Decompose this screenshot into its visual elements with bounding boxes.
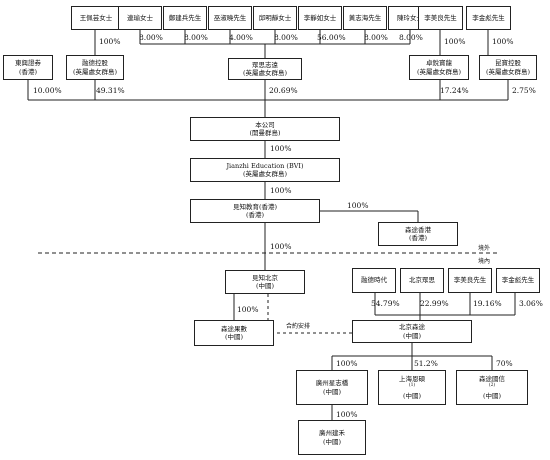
subsidiary-box: 廣州星志橋(中國) (296, 370, 368, 405)
ownership-pct: 100% (336, 410, 358, 419)
ownership-pct: 70% (496, 359, 513, 368)
shareholder-box: 李金彪先生 (496, 268, 540, 293)
wfoe-box: 見知北京(中國) (225, 270, 305, 294)
ownership-pct: 4.00% (229, 33, 253, 42)
subsidiary-box: 森途果數(中國) (194, 320, 274, 346)
ownership-pct: 100% (336, 359, 358, 368)
hk-subsidiary-box: 見知教育(香港)(香港) (190, 199, 320, 223)
footnote-marker: (1) (408, 383, 416, 389)
shareholder-box: 邱明靜女士 (253, 6, 297, 30)
shareholder-box: 昆寶控股(英屬處女群島) (479, 55, 537, 80)
ownership-pct: 8.00% (364, 33, 388, 42)
ownership-pct: 100% (237, 305, 259, 314)
ownership-pct: 56.00% (317, 33, 346, 42)
shareholder-box: 王佩芸女士 (71, 6, 121, 30)
shareholder-box: 連瑜女士 (118, 6, 162, 30)
ownership-pct: 20.69% (269, 86, 298, 95)
contractual-arrangement-label: 合約安排 (286, 323, 311, 330)
ownership-pct: 3.06% (519, 299, 543, 308)
shareholder-box: 卓銳寶龍(英屬處女群島) (409, 55, 469, 80)
ownership-pct: 8.00% (139, 33, 163, 42)
shareholder-box: 李美良先生 (418, 6, 463, 30)
ownership-pct: 8.00% (184, 33, 208, 42)
offshore-label: 境外 (478, 245, 491, 252)
ownership-pct: 10.00% (33, 86, 62, 95)
bvi-subsidiary-box: Jianzhi Education (BVI)(英屬處女群島) (190, 158, 340, 182)
ownership-pct: 54.79% (371, 299, 400, 308)
ownership-pct: 100% (347, 201, 369, 210)
shareholder-box: 巫淑曉先生 (208, 6, 252, 30)
shareholder-box: 李金彪先生 (466, 6, 511, 30)
company-box: 本公司(開曼群島) (190, 117, 340, 141)
shareholder-box: 黃志海先生 (343, 6, 387, 30)
ownership-pct: 51.2% (414, 359, 438, 368)
shareholder-box: 東興證券(香港) (3, 55, 53, 80)
ownership-pct: 49.31% (96, 86, 125, 95)
ownership-pct: 19.16% (473, 299, 502, 308)
shareholder-box: 李靜如女士 (298, 6, 342, 30)
ownership-pct: 100% (270, 186, 292, 195)
subsidiary-box: 上海恩碩(1)(中國) (378, 370, 446, 405)
onshore-label: 境內 (478, 258, 491, 265)
ownership-pct: 8.00% (399, 33, 423, 42)
shareholder-box: 北京眾思 (400, 268, 444, 293)
ownership-pct: 100% (99, 37, 121, 46)
ownership-pct: 2.75% (512, 86, 536, 95)
subsidiary-box: 森途國信(2)(中國) (456, 370, 528, 405)
ownership-pct: 8.00% (274, 33, 298, 42)
shareholder-box: 眾思志遠(英屬處女群島) (228, 58, 302, 80)
shareholder-box: 融德時代 (352, 268, 396, 293)
hk-subsidiary-box: 森途香港(香港) (378, 222, 458, 246)
shareholder-box: 李美良先生 (448, 268, 492, 293)
subsidiary-box: 廣州建禾(中國) (298, 420, 366, 455)
ownership-pct: 100% (270, 144, 292, 153)
ownership-pct: 100% (492, 37, 514, 46)
shareholder-box: 鄭建兵先生 (163, 6, 207, 30)
ownership-pct: 17.24% (440, 86, 469, 95)
shareholder-box: 融德控股(英屬處女群島) (66, 55, 124, 80)
footnote-marker: (2) (488, 383, 496, 389)
ownership-pct: 100% (270, 242, 292, 251)
ownership-pct: 22.99% (420, 299, 449, 308)
ownership-pct: 100% (444, 37, 466, 46)
opco-box: 北京森途(中國) (352, 320, 472, 343)
